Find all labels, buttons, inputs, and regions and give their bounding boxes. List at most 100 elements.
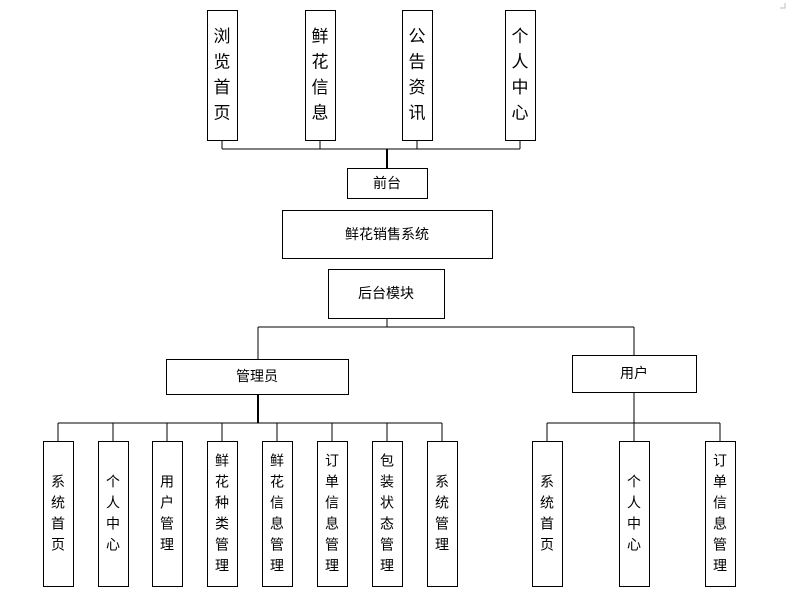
vertical-char: 花 — [270, 475, 284, 491]
vertical-text: 系统首页 — [51, 475, 65, 554]
vertical-char: 管 — [713, 538, 727, 554]
vertical-char: 个 — [106, 475, 120, 491]
vertical-text: 订单信息管理 — [325, 454, 339, 575]
vertical-text: 用户管理 — [160, 475, 174, 554]
vertical-char: 心 — [512, 103, 529, 123]
vertical-char: 单 — [325, 475, 339, 491]
vertical-char: 态 — [380, 517, 394, 533]
vertical-char: 订 — [713, 454, 727, 470]
vertical-char: 统 — [435, 496, 449, 512]
vertical-char: 资 — [409, 78, 426, 98]
vertical-char: 统 — [540, 496, 554, 512]
vertical-char: 种 — [215, 496, 229, 512]
corner-mark-icon — [780, 3, 786, 9]
user-item-label: 订单信息管理 — [713, 454, 727, 575]
user-item-personal-center: 个人中心 — [619, 441, 650, 587]
vertical-char: 览 — [214, 52, 231, 72]
admin-item-flower-category-management: 鲜花种类管理 — [207, 441, 238, 587]
vertical-text: 个人中心 — [627, 475, 641, 554]
vertical-char: 页 — [214, 103, 231, 123]
user-item-label: 系统首页 — [540, 475, 554, 554]
vertical-char: 浏 — [214, 27, 231, 47]
vertical-char: 心 — [627, 538, 641, 554]
user-item-order-info-management: 订单信息管理 — [705, 441, 736, 587]
front-item-label: 浏览首页 — [214, 27, 231, 124]
vertical-char: 信 — [270, 496, 284, 512]
vertical-char: 人 — [627, 496, 641, 512]
vertical-char: 息 — [325, 516, 339, 533]
vertical-text: 系统管理 — [435, 475, 449, 554]
admin-node: 管理员 — [166, 359, 349, 395]
admin-item-user-management: 用户管理 — [152, 441, 183, 587]
vertical-char: 户 — [160, 495, 174, 512]
system-node: 鲜花销售系统 — [282, 210, 493, 259]
vertical-char: 统 — [51, 496, 65, 512]
vertical-char: 个 — [512, 27, 529, 47]
vertical-char: 管 — [270, 538, 284, 554]
admin-item-label: 用户管理 — [160, 475, 174, 554]
front-item-announcements: 公告资讯 — [402, 10, 433, 141]
admin-item-label: 个人中心 — [106, 475, 120, 554]
vertical-char: 告 — [409, 52, 426, 72]
vertical-char: 首 — [51, 517, 65, 533]
admin-item-label: 包装状态管理 — [380, 454, 394, 575]
vertical-text: 鲜花信息管理 — [270, 454, 284, 575]
vertical-char: 鲜 — [270, 454, 284, 470]
admin-item-label: 系统管理 — [435, 475, 449, 554]
vertical-char: 理 — [325, 559, 339, 575]
system-label: 鲜花销售系统 — [345, 227, 429, 243]
vertical-text: 鲜花信息 — [312, 27, 329, 124]
vertical-char: 人 — [106, 496, 120, 512]
vertical-char: 首 — [540, 517, 554, 533]
vertical-char: 页 — [540, 538, 554, 554]
admin-item-label: 鲜花信息管理 — [270, 454, 284, 575]
admin-item-packaging-status-management: 包装状态管理 — [372, 441, 403, 587]
vertical-char: 公 — [409, 27, 426, 47]
vertical-char: 订 — [325, 454, 339, 470]
vertical-char: 管 — [160, 517, 174, 533]
vertical-char: 状 — [380, 496, 394, 512]
vertical-char: 系 — [51, 475, 65, 491]
user-connectors — [546, 392, 721, 441]
front-item-flower-info: 鲜花信息 — [305, 10, 336, 141]
vertical-char: 心 — [106, 538, 120, 554]
vertical-char: 装 — [380, 475, 394, 491]
vertical-text: 个人中心 — [106, 475, 120, 554]
vertical-char: 理 — [160, 538, 174, 554]
vertical-char: 花 — [215, 475, 229, 491]
vertical-char: 中 — [106, 517, 120, 533]
vertical-char: 鲜 — [312, 27, 329, 47]
vertical-char: 类 — [215, 517, 229, 533]
admin-item-flower-info-management: 鲜花信息管理 — [262, 441, 293, 587]
connectors — [57, 140, 721, 441]
vertical-text: 系统首页 — [540, 475, 554, 554]
vertical-char: 管 — [435, 517, 449, 533]
vertical-char: 信 — [312, 78, 329, 98]
frontdesk-node: 前台 — [347, 168, 428, 199]
vertical-char: 信 — [713, 496, 727, 512]
vertical-char: 系 — [435, 475, 449, 491]
vertical-text: 订单信息管理 — [713, 454, 727, 575]
front-item-personal-center: 个人中心 — [505, 10, 536, 141]
front-item-label: 个人中心 — [512, 27, 529, 124]
vertical-char: 理 — [435, 538, 449, 554]
admin-item-label: 系统首页 — [51, 475, 65, 554]
vertical-text: 包装状态管理 — [380, 454, 394, 575]
vertical-char: 管 — [380, 538, 394, 554]
vertical-char: 讯 — [409, 103, 426, 123]
vertical-char: 中 — [627, 517, 641, 533]
vertical-char: 页 — [51, 538, 65, 554]
vertical-char: 理 — [215, 559, 229, 575]
admin-item-connectors — [57, 423, 443, 441]
admin-item-label: 订单信息管理 — [325, 454, 339, 575]
vertical-char: 单 — [713, 475, 727, 491]
vertical-char: 管 — [325, 538, 339, 554]
vertical-char: 理 — [270, 559, 284, 575]
user-item-system-home: 系统首页 — [532, 441, 563, 587]
vertical-char: 信 — [325, 496, 339, 512]
frontdesk-label: 前台 — [373, 175, 401, 192]
vertical-char: 中 — [512, 78, 529, 98]
front-item-label: 公告资讯 — [409, 27, 426, 124]
backend-role-connectors — [257, 318, 635, 359]
